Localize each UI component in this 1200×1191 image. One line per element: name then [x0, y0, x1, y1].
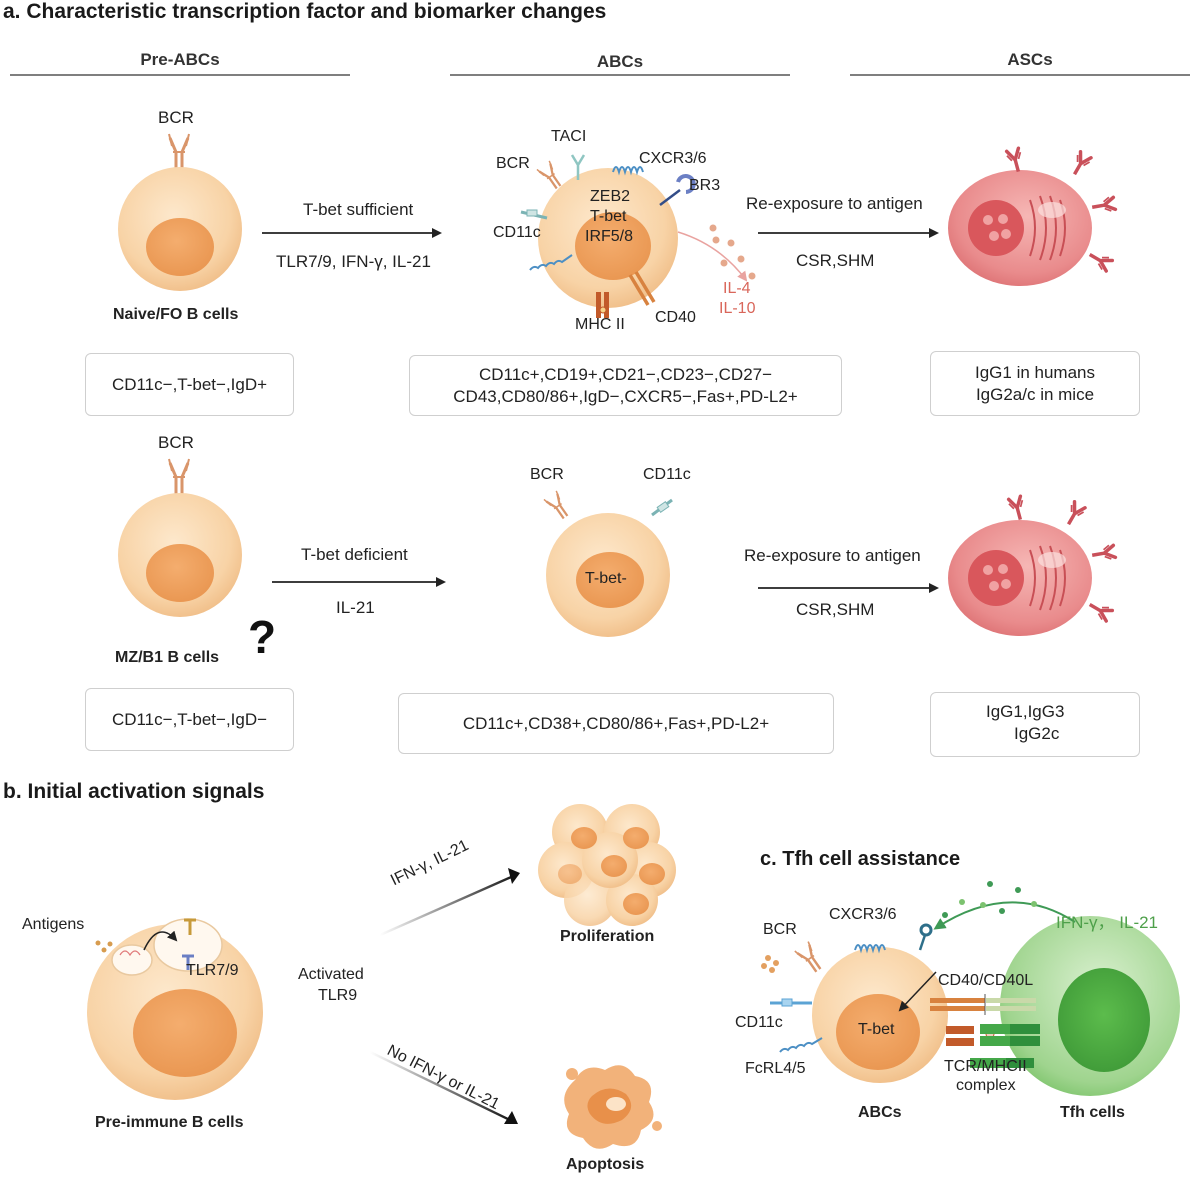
c-cxcr-label: CXCR3/6: [829, 906, 897, 923]
question-mark: ?: [248, 611, 277, 663]
section-b-title: b. Initial activation signals: [3, 780, 265, 803]
asc-arrow-row1-bottom: CSR,SHM: [796, 251, 875, 270]
il4-label: IL-4: [723, 280, 751, 297]
nucleus-zeb2: ZEB2: [590, 188, 631, 205]
pre-immune-b-cell: [87, 918, 263, 1100]
tfh-cell: [1000, 916, 1180, 1096]
tcr-mhcii-complex: [946, 1024, 1040, 1068]
cd40-label: CD40: [655, 309, 696, 326]
mz-b-cell: [118, 457, 242, 617]
br3-label: BR3: [689, 177, 721, 194]
marker-box-asc-row2: IgG1,IgG3 IgG2c: [930, 692, 1140, 757]
col-head-ascs: ASCs: [1007, 50, 1053, 69]
c-fcrl-label: FcRL4/5: [745, 1060, 806, 1077]
marker-text-abc-row2: CD11c+,CD38+,CD80/86+,Fas+,PD-L2+: [462, 713, 770, 733]
marker-box-pre-row2: CD11c−,T-bet−,IgD−: [85, 688, 294, 751]
abc-bcr-label-row2: BCR: [530, 466, 564, 483]
arrow-row2-bottom-label: IL-21: [336, 598, 375, 617]
marker-text-asc-row1-line1: IgG1 in humans: [974, 362, 1095, 382]
arrow-apoptosis: [369, 1050, 515, 1124]
c-cd40-label: CD40/CD40L: [938, 972, 1034, 989]
naive-cell-label: Naive/FO B cells: [113, 306, 239, 323]
naive-b-cell: [118, 132, 242, 291]
c-tfh-label: Tfh cells: [1060, 1104, 1125, 1121]
tlr-label: TLR7/9: [186, 962, 239, 979]
abc-cd11c-label-row2: CD11c: [643, 466, 691, 483]
marker-box-abc-row2: CD11c+,CD38+,CD80/86+,Fas+,PD-L2+: [398, 693, 834, 754]
cytokine-release: [677, 224, 756, 282]
arrow-row1-top-label: T-bet sufficient: [303, 200, 414, 219]
section-c-title: c. Tfh cell assistance: [760, 848, 961, 870]
abc-cell-row1: [520, 154, 696, 318]
c-cytokines-label: IFN-γ， IL-21: [1056, 913, 1159, 932]
cytokine-arrow-c: [933, 881, 1076, 930]
marker-text-abc-row1-line1: CD11c+,CD19+,CD21−,CD23−,CD27−: [478, 364, 773, 384]
marker-text-pre-row1: CD11c−,T-bet−,IgD+: [111, 374, 268, 394]
bcr-label-row1: BCR: [158, 108, 194, 127]
mhc-label: MHC II: [575, 316, 625, 333]
proliferation-label: Proliferation: [560, 928, 655, 945]
proliferation-cluster: [538, 804, 676, 926]
activated-label-line2: TLR9: [318, 987, 358, 1004]
c-bcr-label: BCR: [763, 921, 797, 938]
mz-cell-label: MZ/B1 B cells: [115, 649, 220, 666]
arrow-row2-top-label: T-bet deficient: [301, 545, 408, 564]
marker-text-asc-row2-line2: IgG2c: [1014, 724, 1060, 743]
cd11c-label-row1: CD11c: [493, 224, 541, 241]
nucleus-tbet-minus: T-bet-: [585, 570, 627, 587]
arrow-row1-bottom-label: TLR7/9, IFN-γ, IL-21: [276, 252, 431, 271]
il10-label: IL-10: [719, 300, 756, 317]
pre-immune-cell-label: Pre-immune B cells: [95, 1114, 244, 1131]
cxcr-label: CXCR3/6: [639, 150, 707, 167]
c-tcr-label-line2: complex: [956, 1077, 1016, 1094]
bcr-label-row2: BCR: [158, 433, 194, 452]
apoptosis-label: Apoptosis: [566, 1156, 645, 1173]
cd40-cd40l-complex: [930, 994, 1036, 1015]
arrow-proliferation: [379, 872, 519, 937]
abc-cell-c: [761, 923, 948, 1083]
section-a-title: a. Characteristic transcription factor a…: [3, 0, 607, 23]
antigens-label: Antigens: [22, 916, 85, 933]
marker-box-abc-row1: CD11c+,CD19+,CD21−,CD23−,CD27− CD43,CD80…: [409, 355, 842, 416]
marker-text-asc-row1-line2: IgG2a/c in mice: [975, 384, 1095, 404]
c-tbet-label: T-bet: [858, 1021, 895, 1038]
taci-label: TACI: [551, 128, 587, 145]
marker-text-pre-row2: CD11c−,T-bet−,IgD−: [111, 709, 268, 729]
marker-box-asc-row1: IgG1 in humans IgG2a/c in mice: [930, 351, 1140, 416]
activated-label-line1: Activated: [298, 966, 364, 983]
c-tcr-label-line1: TCR/MHCII: [944, 1058, 1027, 1075]
col-head-abcs: ABCs: [596, 52, 644, 71]
asc-arrow-row1-top: Re-exposure to antigen: [746, 194, 923, 213]
abc-bcr-label: BCR: [496, 155, 530, 172]
asc-arrow-row2-bottom: CSR,SHM: [796, 600, 875, 619]
asc-cell-row2: [948, 494, 1118, 636]
nucleus-irf: IRF5/8: [585, 228, 634, 245]
apoptosis-cell: [564, 1065, 662, 1149]
asc-cell-row1: [948, 146, 1118, 286]
marker-text-asc-row2-line1: IgG1,IgG3: [986, 702, 1065, 721]
c-cd11c-label: CD11c: [735, 1014, 783, 1031]
asc-arrow-row2-top: Re-exposure to antigen: [744, 546, 921, 565]
col-head-pre-abcs: Pre-ABCs: [140, 50, 220, 69]
nucleus-tbet: T-bet: [590, 208, 627, 225]
marker-box-pre-row1: CD11c−,T-bet−,IgD+: [85, 353, 294, 416]
c-abcs-label: ABCs: [858, 1104, 902, 1121]
abc-cell-row2: [542, 489, 673, 637]
marker-text-abc-row1-line2: CD43,CD80/86+,IgD−,CXCR5−,Fas+,PD-L2+: [453, 386, 798, 406]
